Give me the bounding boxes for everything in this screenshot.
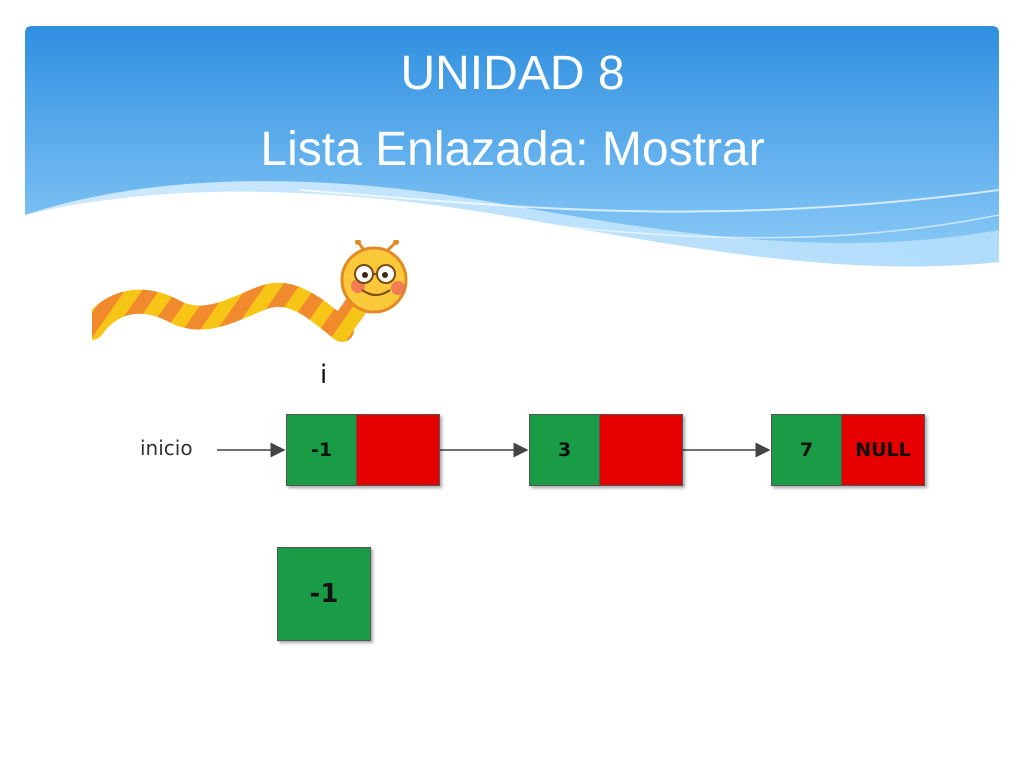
title-line-1: UNIDAD 8 xyxy=(400,47,625,100)
node-value: 7 xyxy=(772,415,842,485)
title-banner xyxy=(25,26,1000,300)
node-value: -1 xyxy=(287,415,357,485)
head-label: inicio xyxy=(140,436,193,460)
output-value-box: -1 xyxy=(277,547,371,641)
node-next xyxy=(357,415,439,485)
list-node-1: -1 xyxy=(286,414,440,486)
node-value: 3 xyxy=(530,415,600,485)
title-line-2: Lista Enlazada: Mostrar xyxy=(260,123,765,176)
node-next xyxy=(600,415,682,485)
list-node-3: 7 NULL xyxy=(771,414,925,486)
node-next: NULL xyxy=(842,415,924,485)
worm-icon xyxy=(92,240,408,342)
list-node-2: 3 xyxy=(529,414,683,486)
pointer-label: i xyxy=(320,360,328,390)
